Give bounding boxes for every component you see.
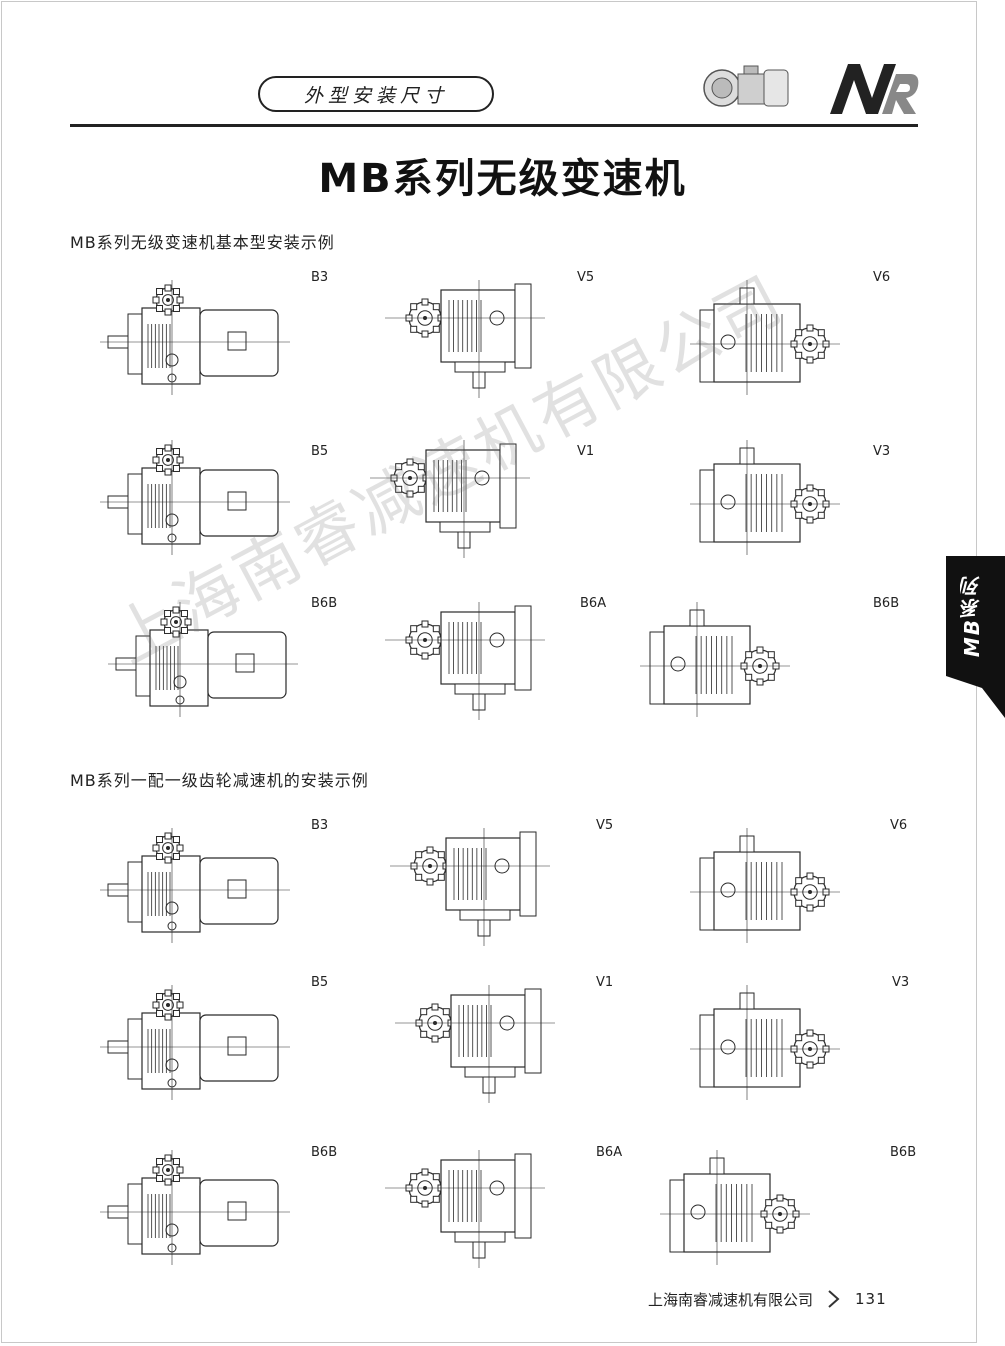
- mounting-diagram: [395, 985, 635, 1115]
- page-number: 131: [855, 1290, 887, 1308]
- mounting-diagram: [660, 1150, 900, 1280]
- mounting-diagram: [385, 1150, 625, 1280]
- mount-label: B3: [311, 270, 329, 285]
- mounting-diagram: [690, 280, 930, 410]
- mounting-diagram: [390, 828, 630, 958]
- chevron-right-icon: [828, 1290, 840, 1308]
- mount-label: V3: [873, 444, 891, 459]
- mounting-diagram: [100, 440, 340, 570]
- mount-label: B6A: [596, 1145, 623, 1160]
- section-title-basic: MB系列无级变速机基本型安装示例: [70, 233, 335, 252]
- section-title-gear: MB系列一配一级齿轮减速机的安装示例: [70, 771, 369, 790]
- mounting-diagram: [100, 828, 340, 958]
- mounting-diagram: [100, 280, 340, 410]
- mount-label: B6A: [580, 596, 607, 611]
- mount-label: B6B: [311, 596, 338, 611]
- mount-label: V6: [890, 818, 908, 833]
- mount-label: V5: [577, 270, 595, 285]
- mount-label: V6: [873, 270, 891, 285]
- mount-label: V3: [892, 975, 910, 990]
- mounting-diagram: [385, 280, 625, 410]
- side-tab-label: MB系列: [960, 574, 984, 658]
- header-rule: [70, 124, 918, 127]
- mounting-diagram: [385, 602, 625, 732]
- mount-label: B5: [311, 444, 329, 459]
- mount-label: V1: [596, 975, 614, 990]
- mount-label: B6B: [311, 1145, 338, 1160]
- mounting-diagram: [640, 602, 880, 732]
- footer-company: 上海南睿减速机有限公司: [648, 1290, 814, 1309]
- mount-label: B6B: [890, 1145, 917, 1160]
- mount-label: V1: [577, 444, 595, 459]
- page-title: MB系列无级变速机: [318, 156, 687, 202]
- footer: 上海南睿减速机有限公司 131: [648, 1287, 918, 1311]
- side-tab: [946, 556, 1005, 718]
- mounting-diagram: [100, 985, 340, 1115]
- mount-label: B5: [311, 975, 329, 990]
- mounting-diagram: [100, 1150, 340, 1280]
- mount-label: B3: [311, 818, 329, 833]
- section-label: 外型安装尺寸: [258, 76, 494, 112]
- mounting-diagram: [370, 440, 610, 570]
- nr-logo-icon: [830, 64, 919, 114]
- mount-label: B6B: [873, 596, 900, 611]
- mounting-diagram: [690, 985, 930, 1115]
- mounting-diagram: [690, 828, 930, 958]
- mount-label: V5: [596, 818, 614, 833]
- mounting-diagram: [690, 440, 930, 570]
- motor-thumbnail-icon: [703, 65, 789, 107]
- mounting-diagram: [108, 602, 348, 732]
